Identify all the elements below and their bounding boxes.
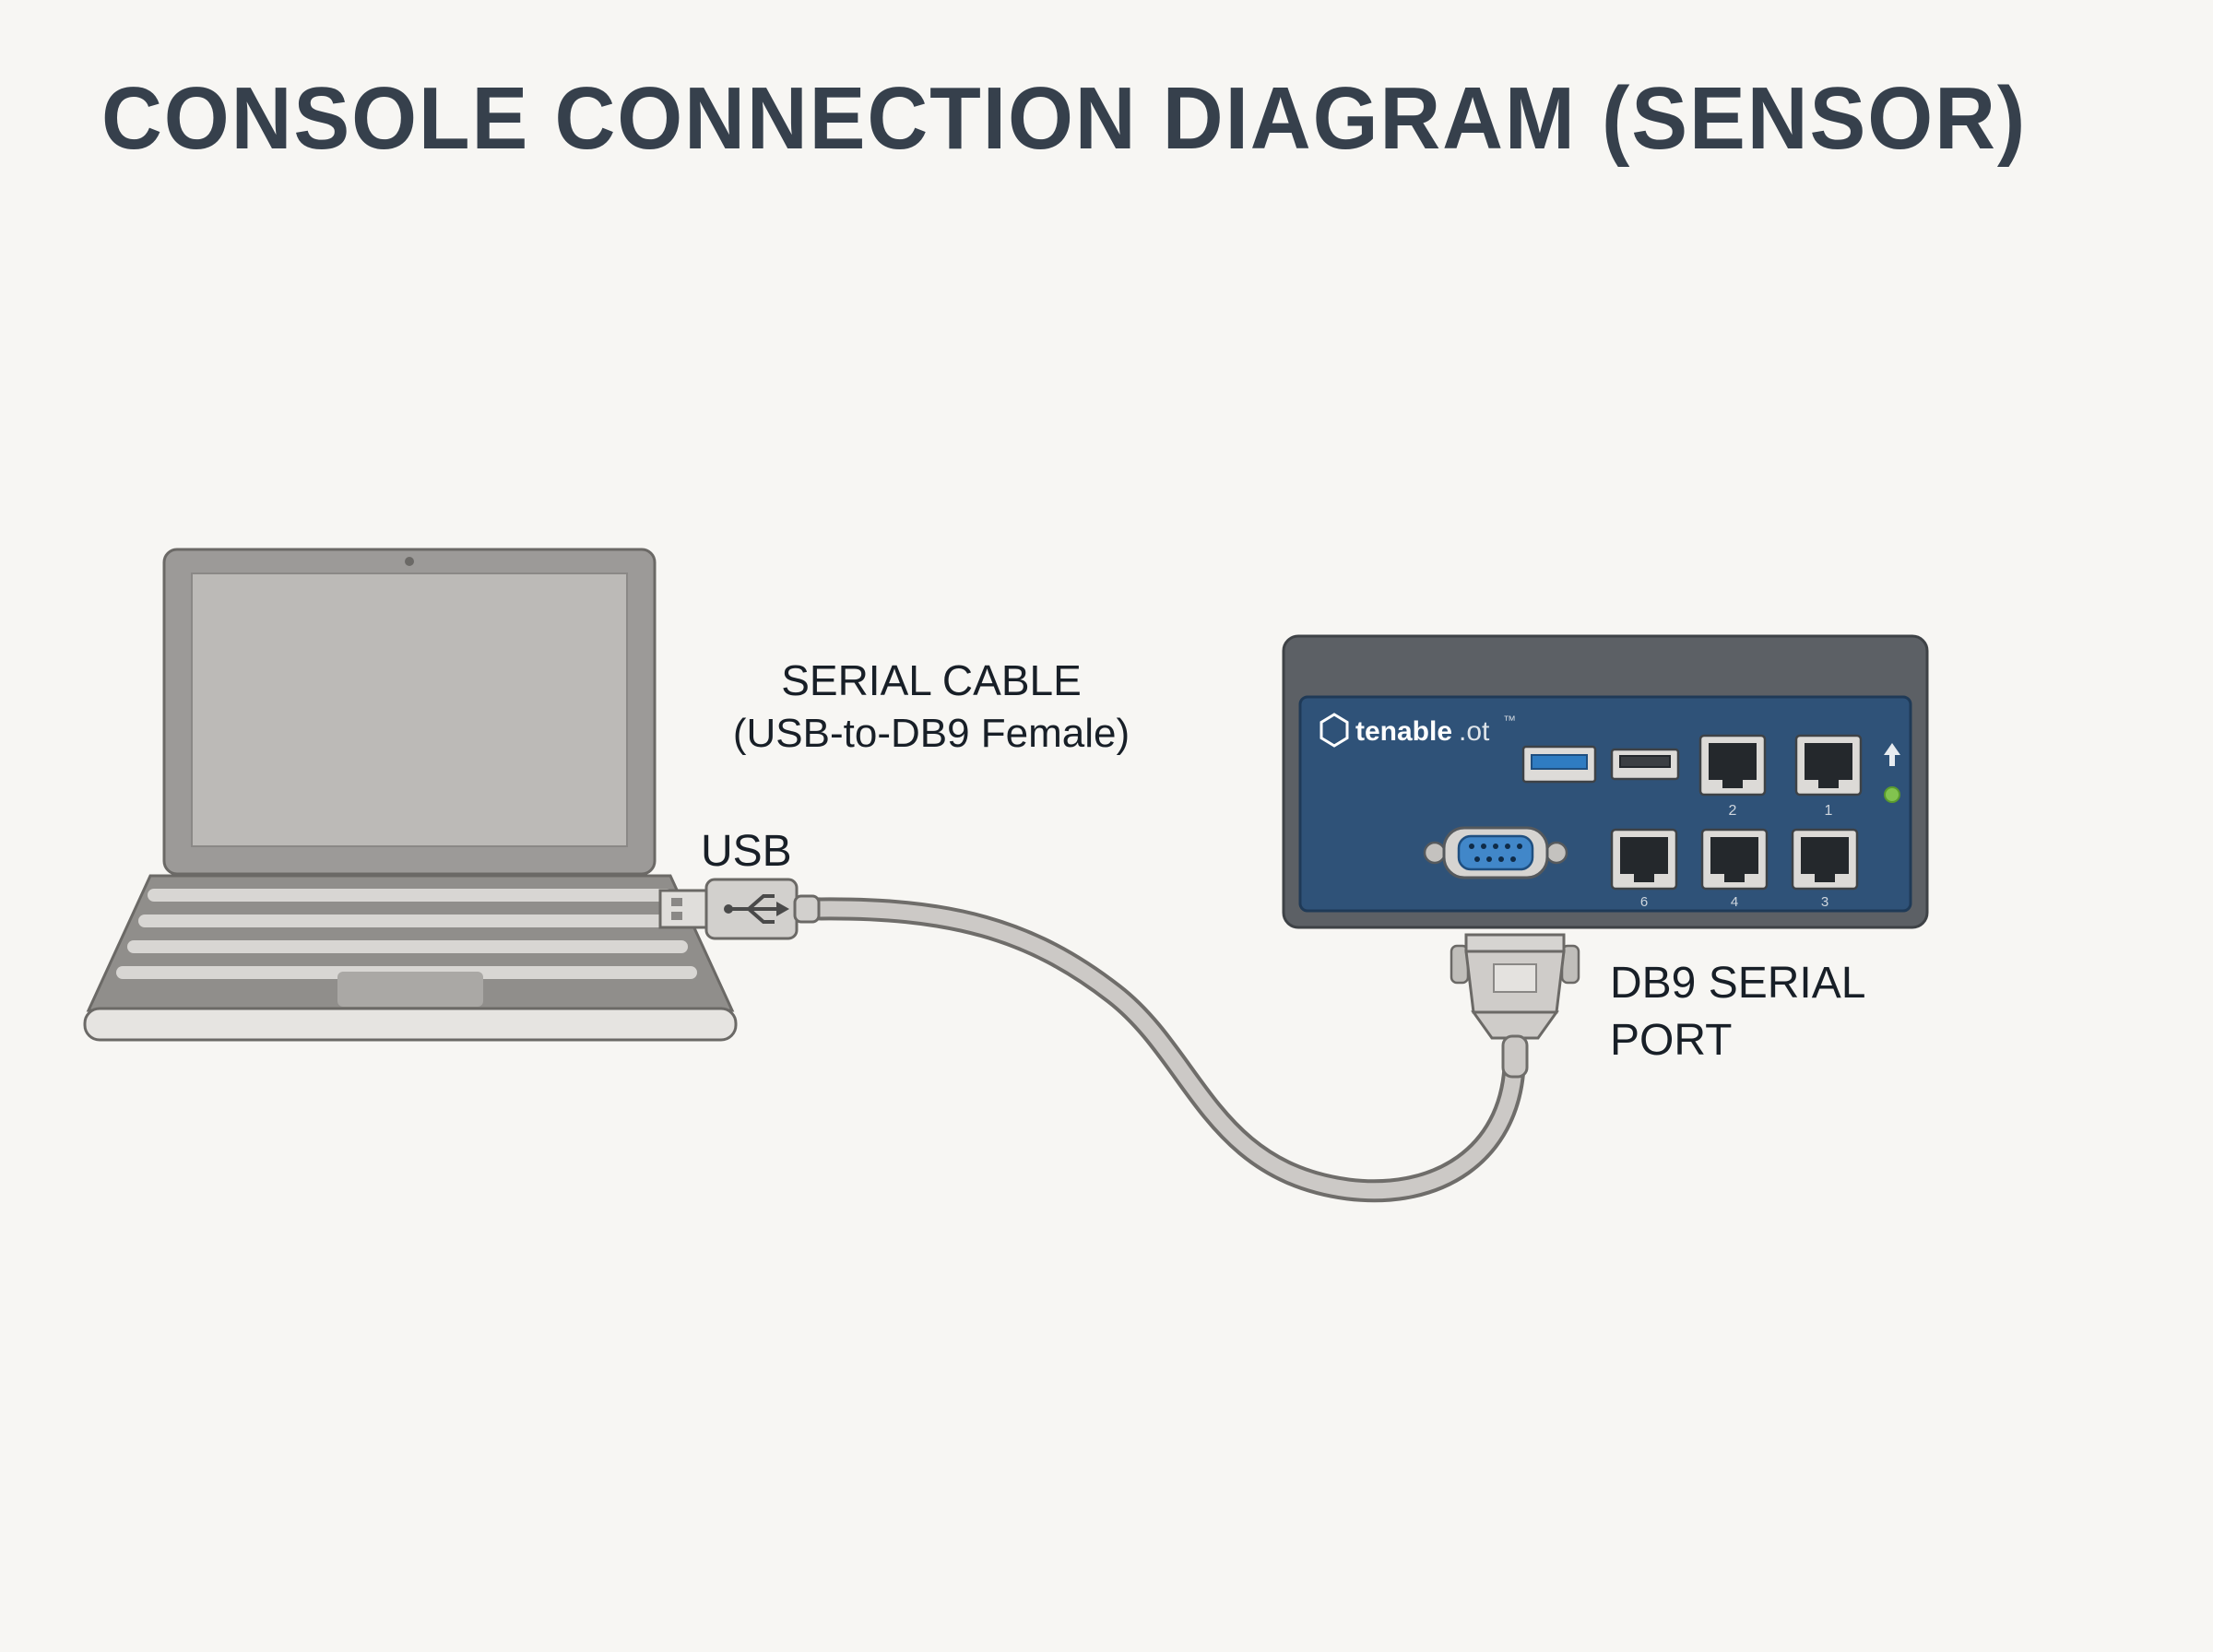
db9-pin (1498, 856, 1504, 862)
usb-label: USB (701, 827, 792, 876)
port-number: 1 (1825, 803, 1833, 819)
usb-plug-strain-relief (793, 894, 821, 924)
usb-trident-dot (724, 904, 733, 914)
db9-cable-connector (1450, 933, 1580, 1079)
db9-screw-nut (1423, 841, 1447, 865)
port-number: 2 (1729, 803, 1737, 819)
db9-pin (1493, 844, 1498, 849)
serial-cable-label-line1: SERIAL CABLE (781, 656, 1082, 704)
db9-serial-port (1423, 826, 1568, 879)
usb3-port-tongue (1531, 754, 1588, 770)
keyboard-stripe (138, 914, 680, 927)
brand-name: tenable (1355, 716, 1452, 747)
usb-trident-arrow (776, 902, 789, 916)
trademark-symbol: ™ (1503, 713, 1516, 727)
connector-flange (1464, 933, 1566, 953)
usb-plug (658, 878, 821, 940)
hexagon-logo-icon (1320, 713, 1349, 748)
usb3-port (1521, 745, 1597, 784)
ethernet-port-4: 4 (1700, 828, 1769, 910)
rj45-clip-notch (1722, 780, 1743, 788)
brand-suffix: .ot (1459, 716, 1490, 747)
rj45-jack (1710, 837, 1758, 874)
usb2-port-slot (1619, 755, 1671, 768)
status-arrow-icon (1884, 743, 1900, 766)
ethernet-port-1: 1 (1794, 734, 1863, 819)
usb-plug-shield (658, 889, 708, 929)
serial-cable-label: SERIAL CABLE (USB-to-DB9 Female) (636, 655, 1226, 759)
db9-pin (1486, 856, 1492, 862)
connector-strain-relief (1501, 1034, 1529, 1079)
keyboard-stripe (127, 940, 688, 953)
webcam-icon (405, 557, 414, 566)
db9-pin (1474, 856, 1480, 862)
connector-taper (1471, 1010, 1559, 1040)
page-title: CONSOLE CONNECTION DIAGRAM (SENSOR) (101, 69, 2028, 168)
rj45-clip-notch (1815, 874, 1835, 882)
usb2-port (1610, 748, 1680, 781)
rj45-clip-notch (1724, 874, 1745, 882)
sensor-appliance: tenable .ot ™ 2 (1282, 634, 1929, 929)
port-number: 4 (1731, 894, 1738, 910)
db9-face (1457, 834, 1534, 871)
rj45-jack (1620, 837, 1668, 874)
ethernet-port-2: 2 (1698, 734, 1767, 819)
rj45-clip-notch (1818, 780, 1839, 788)
db9-pin (1469, 844, 1474, 849)
db9-pin (1505, 844, 1510, 849)
rj45-jack (1709, 743, 1757, 780)
usb-trident-icon (724, 894, 789, 924)
usb-trident-lines (730, 894, 776, 924)
ethernet-port-3: 3 (1791, 828, 1859, 910)
laptop-base-lip (83, 1007, 738, 1042)
db9-port-label: DB9 SERIAL PORT (1610, 955, 1865, 1070)
db9-port-label-line2: PORT (1610, 1016, 1733, 1066)
db9-screw-nut (1544, 841, 1568, 865)
db9-port-label-line1: DB9 SERIAL (1610, 959, 1866, 1008)
cable-body (807, 901, 1522, 1199)
db9-pin (1481, 844, 1486, 849)
serial-cable (803, 897, 1526, 1203)
laptop (83, 548, 738, 1042)
laptop-screen (191, 572, 628, 847)
keyboard-stripe (148, 889, 673, 902)
db9-pin (1510, 856, 1516, 862)
serial-cable-label-line2: (USB-to-DB9 Female) (732, 710, 1130, 756)
db9-pin (1517, 844, 1522, 849)
rj45-clip-notch (1634, 874, 1654, 882)
usb-plug-hole (671, 898, 682, 906)
connector-detail (1493, 963, 1537, 993)
usb-plug-hole (671, 912, 682, 920)
tenable-logo: tenable .ot ™ (1320, 713, 1516, 748)
status-led (1884, 786, 1900, 803)
ethernet-port-6: 6 (1610, 828, 1678, 910)
rj45-jack (1801, 837, 1849, 874)
rj45-jack (1805, 743, 1852, 780)
port-number: 6 (1640, 894, 1648, 910)
port-number: 3 (1821, 894, 1828, 910)
touchpad (337, 972, 483, 1007)
db9-pins (1469, 844, 1522, 862)
